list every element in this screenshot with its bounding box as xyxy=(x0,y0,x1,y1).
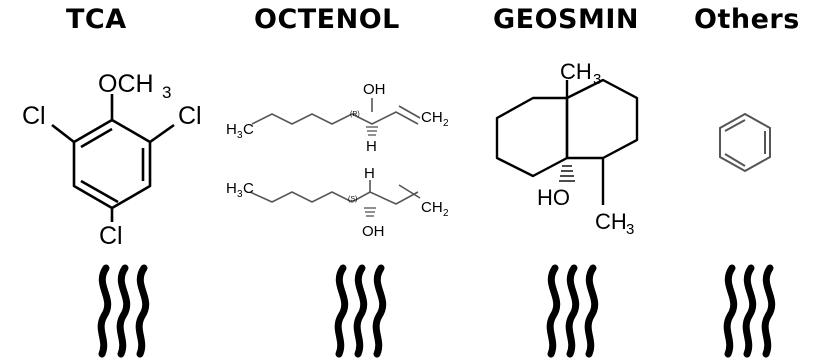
tca-och3-subscript: 3 xyxy=(162,83,171,102)
octenol-r-structure: OH (R) H H 3 C CH 2 xyxy=(226,81,449,155)
geosmin-ch3-bottom-sub: 3 xyxy=(626,221,634,238)
tca-structure: OCH 3 Cl Cl Cl xyxy=(22,70,202,250)
tca-cl-left: Cl xyxy=(22,102,46,130)
octenol-r-stereo: (R) xyxy=(350,111,360,118)
octenol-s-stereo: (S) xyxy=(348,196,357,203)
heading-geosmin: GEOSMIN xyxy=(493,4,640,35)
odor-waves-icon xyxy=(723,264,776,358)
octenol-s-oh: OH xyxy=(362,223,385,240)
tca-och3-label: OCH xyxy=(98,70,154,98)
octenol-r-oh: OH xyxy=(363,81,386,98)
octenol-s-ch2: CH xyxy=(421,199,443,216)
octenol-r-left-c: C xyxy=(243,121,254,138)
geosmin-ch3-bottom: CH xyxy=(595,209,627,234)
octenol-r-h: H xyxy=(366,138,377,155)
geosmin-structure: CH 3 HO CH 3 xyxy=(495,59,639,238)
octenol-s-h: H xyxy=(364,165,375,182)
tca-cl-right: Cl xyxy=(178,102,202,130)
octenol-s-left-h: H xyxy=(226,180,237,197)
odor-waves-icon xyxy=(546,264,599,358)
heading-others: Others xyxy=(694,4,800,35)
odor-waves-icon xyxy=(334,264,387,358)
odor-waves-icon xyxy=(97,264,150,358)
octenol-r-ch2: CH xyxy=(421,109,443,126)
heading-octenol: OCTENOL xyxy=(254,4,400,35)
octenol-r-left-sub: 3 xyxy=(237,130,243,141)
octenol-r-ch2-sub: 2 xyxy=(443,118,449,129)
octenol-s-ch2-sub: 2 xyxy=(443,208,449,219)
octenol-s-structure: H (S) OH H 3 C CH 2 xyxy=(226,165,449,240)
geosmin-ch3-top: CH xyxy=(560,59,592,84)
octenol-s-left-c: C xyxy=(243,180,254,197)
geosmin-ho: HO xyxy=(537,185,570,210)
tca-cl-bottom: Cl xyxy=(99,222,123,250)
heading-tca: TCA xyxy=(66,4,127,35)
benzene-ring-icon xyxy=(719,112,771,173)
geosmin-ch3-top-sub: 3 xyxy=(593,71,601,88)
octenol-r-left-h: H xyxy=(226,121,237,138)
octenol-s-left-sub: 3 xyxy=(237,189,243,200)
